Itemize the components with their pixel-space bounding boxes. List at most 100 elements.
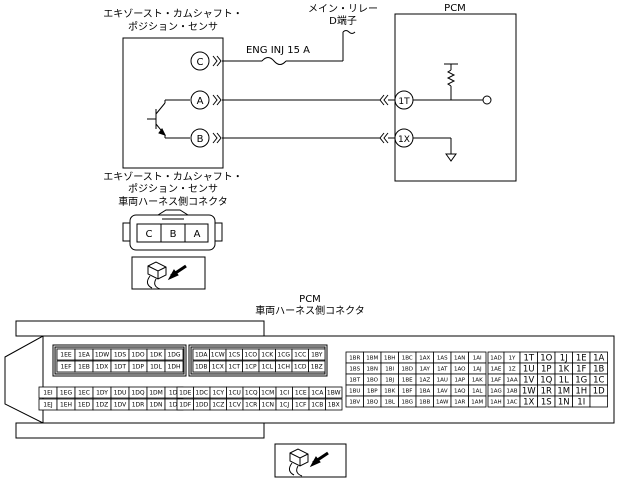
connector-pin-label: 1CQ xyxy=(245,390,258,397)
connector-pin-label: 1CO xyxy=(244,352,257,359)
connector-pin-label: 1Z xyxy=(508,366,515,372)
sensor-pin-a: A xyxy=(190,90,210,110)
connector-pin-cell xyxy=(589,395,608,408)
connector-pin-label: 1DO xyxy=(131,352,144,359)
harness-caption-line3: 車両ハーネス側コネクタ xyxy=(118,195,228,208)
connector-pin-label: 1CU xyxy=(229,390,241,397)
connector-pin-label: 1T xyxy=(523,354,534,364)
connector-pin-label: 1BI xyxy=(385,366,394,372)
connector-pin-label: 1BS xyxy=(349,366,360,372)
sensor-connector-marks xyxy=(212,55,222,144)
connector-pin-label: 1BT xyxy=(349,377,360,383)
sensor-title-line1: エキゾースト・カムシャフト・ xyxy=(103,8,243,20)
connector-pin-label: 1CL xyxy=(262,364,274,371)
connector-pin-label: 1R xyxy=(541,387,552,397)
connector-pin-label: 1AO xyxy=(454,366,466,372)
connector-pin-label: 1G xyxy=(575,376,587,386)
connector-pin-label: 1X xyxy=(523,398,534,408)
sensor-title-line2: ポジション・センサ xyxy=(128,21,218,33)
connector-pin-label: 1EH xyxy=(60,402,72,409)
connector-pin-label: 1EI xyxy=(43,390,53,397)
connector-pin-label: 1BE xyxy=(402,377,413,383)
connector-pin-label: 1DB xyxy=(195,364,208,371)
connector-pin-label: 1DF xyxy=(179,402,191,409)
connector-pin-label: 1AF xyxy=(491,377,501,383)
transistor-icon xyxy=(147,99,190,139)
connector-pin-label: 1M xyxy=(557,387,570,397)
connector-pin-label: 1DN xyxy=(150,402,163,409)
connector-pin-label: 1CW xyxy=(211,352,225,359)
connector-pin-label: 1BO xyxy=(366,377,378,383)
pcm-pin-1t: 1T xyxy=(394,90,414,110)
connector-pin-label: 1U xyxy=(523,365,535,375)
connector-pin-label: 1CA xyxy=(311,390,324,397)
connector-pin-label: 1AD xyxy=(490,355,502,361)
harness-pin-b: B xyxy=(170,229,177,240)
sensor-pin-b: B xyxy=(190,128,210,148)
connector-pin-label: 1AT xyxy=(437,366,448,372)
connector-pin-label: 1CH xyxy=(277,364,290,371)
connector-pin-label: 1EA xyxy=(78,352,91,359)
connector-pin-label: 1DX xyxy=(96,364,109,371)
connector-pin-label: 1EC xyxy=(78,390,90,397)
connector-pin-label: 1CK xyxy=(261,352,274,359)
fuse-label: ENG INJ 15 A xyxy=(246,45,310,56)
ground-icon xyxy=(445,153,457,162)
connector-pin-cell xyxy=(325,398,343,411)
svg-text:1T: 1T xyxy=(398,97,410,107)
connector-pin-label: 1AW xyxy=(436,399,449,405)
connector-pin-label: 1CJ xyxy=(279,402,289,409)
connector-pin-label: 1DJ xyxy=(169,402,179,409)
connector-pin-label: 1DK xyxy=(150,352,163,359)
connector-pin-label: 1CB xyxy=(311,402,323,409)
connector-pin-label: 1CF xyxy=(295,402,307,409)
harness-caption-line1: エキゾースト・カムシャフト・ xyxy=(103,171,243,183)
connector-pin-label: 1AN xyxy=(454,355,465,361)
connector-pin-label: 1BK xyxy=(384,388,395,394)
connector-pin-label: 1DA xyxy=(195,352,208,359)
connector-pin-label: 1DY xyxy=(96,390,108,397)
connector-pin-label: 1DZ xyxy=(96,402,109,409)
connector-pin-label: 1CS xyxy=(228,352,240,359)
connector-pin-label: 1AY xyxy=(420,366,431,372)
connector-pin-label: 1CN xyxy=(262,402,275,409)
connector-pin-label: 1DE xyxy=(179,390,191,397)
connector-pin-cell xyxy=(308,360,326,373)
connector-pin-label: 1BF xyxy=(402,388,412,394)
connector-pin-label: 1CG xyxy=(277,352,290,359)
connector-pin-label: 1CD xyxy=(294,364,307,371)
connector-pin-label: 1AP xyxy=(454,377,465,383)
svg-text:B: B xyxy=(197,134,204,145)
connector-pin-label: 1BC xyxy=(402,355,413,361)
connector-pin-label: 1Q xyxy=(540,376,552,386)
connector-pin-cell xyxy=(325,386,343,399)
connector-pin-label: 1AI xyxy=(473,355,482,361)
connector-pin-label: 1DD xyxy=(195,402,208,409)
connector-pin-cell xyxy=(308,348,326,361)
connector-pin-label: 1AK xyxy=(472,377,483,383)
connector-pin-label: 1DU xyxy=(114,390,127,397)
connector-pin-label: 1K xyxy=(558,365,569,375)
connector-pin-label: 1F xyxy=(576,365,586,375)
connector-pin-label: 1BP xyxy=(367,388,378,394)
connector-pin-label: 1BM xyxy=(366,355,378,361)
wire-c xyxy=(222,30,356,65)
connector-pin-label: 1BX xyxy=(328,402,340,409)
harness-pin-a: A xyxy=(194,229,201,240)
connector-pin-label: 1DM xyxy=(149,390,163,397)
connector-pin-label: 1S xyxy=(541,398,552,408)
connector-pin-label: 1BN xyxy=(367,366,378,372)
connector-pin-label: 1A xyxy=(593,354,604,364)
connector-pin-label: 1D xyxy=(593,387,605,397)
connector-pin-label: 1O xyxy=(540,354,552,364)
connector-pin-label: 1CC xyxy=(294,352,306,359)
connector-pin-label: 1DI xyxy=(169,390,179,397)
svg-text:A: A xyxy=(197,96,204,107)
connector-pin-label: 1AG xyxy=(490,388,501,394)
connector-pin-label: 1BJ xyxy=(385,377,394,383)
relay-label-line1: メイン・リレー xyxy=(308,4,378,15)
connector-pin-label: 1DS xyxy=(114,352,126,359)
connector-pin-label: 1AM xyxy=(471,399,483,405)
connector-pin-label: 1AZ xyxy=(419,377,430,383)
